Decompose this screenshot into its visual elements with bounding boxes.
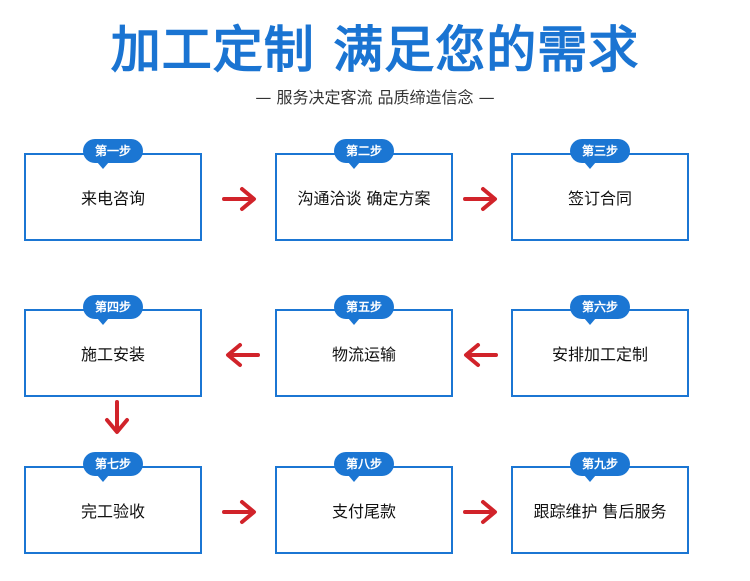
step-box: 物流运输 [275,309,453,397]
step-badge: 第四步 [83,295,143,325]
step-badge: 第五步 [334,295,394,325]
step-6: 安排加工定制 第六步 [511,295,689,397]
step-8: 支付尾款 第八步 [275,452,453,554]
step-box: 安排加工定制 [511,309,689,397]
right-arrow-icon [463,500,497,524]
step-label: 支付尾款 [331,502,396,521]
step-label: 签订合同 [567,189,632,208]
right-arrow-icon [222,187,256,211]
step-4: 施工安装 第四步 [24,295,202,397]
step-9: 跟踪维护 售后服务 第九步 [511,452,689,554]
left-arrow-icon [464,343,498,367]
step-box: 施工安装 [24,309,202,397]
step-label: 完工验收 [80,502,145,521]
step-badge: 第三步 [570,139,630,169]
step-label: 施工安装 [80,345,145,364]
step-1: 来电咨询 第一步 [24,139,202,241]
step-badge: 第二步 [334,139,394,169]
step-3: 签订合同 第三步 [511,139,689,241]
page-subtitle: — 服务决定客流 品质缔造信念 — [255,88,495,107]
step-box: 来电咨询 [24,153,202,241]
step-badge: 第一步 [83,139,143,169]
step-box: 签订合同 [511,153,689,241]
step-badge: 第七步 [83,452,143,482]
step-2: 沟通洽谈 确定方案 第二步 [275,139,453,241]
step-label: 沟通洽谈 确定方案 [297,189,431,208]
right-arrow-icon [222,500,256,524]
right-arrow-icon [463,187,497,211]
step-badge: 第六步 [570,295,630,325]
step-label: 跟踪维护 售后服务 [533,502,667,521]
down-arrow-icon [105,400,129,434]
step-box: 支付尾款 [275,466,453,554]
step-badge: 第九步 [570,452,630,482]
step-box: 沟通洽谈 确定方案 [275,153,453,241]
step-5: 物流运输 第五步 [275,295,453,397]
left-arrow-icon [226,343,260,367]
step-badge: 第八步 [334,452,394,482]
step-label: 物流运输 [331,345,396,364]
step-box: 完工验收 [24,466,202,554]
step-7: 完工验收 第七步 [24,452,202,554]
page-title: 加工定制 满足您的需求 [110,21,640,79]
step-label: 安排加工定制 [551,345,648,364]
step-label: 来电咨询 [80,189,145,208]
step-box: 跟踪维护 售后服务 [511,466,689,554]
